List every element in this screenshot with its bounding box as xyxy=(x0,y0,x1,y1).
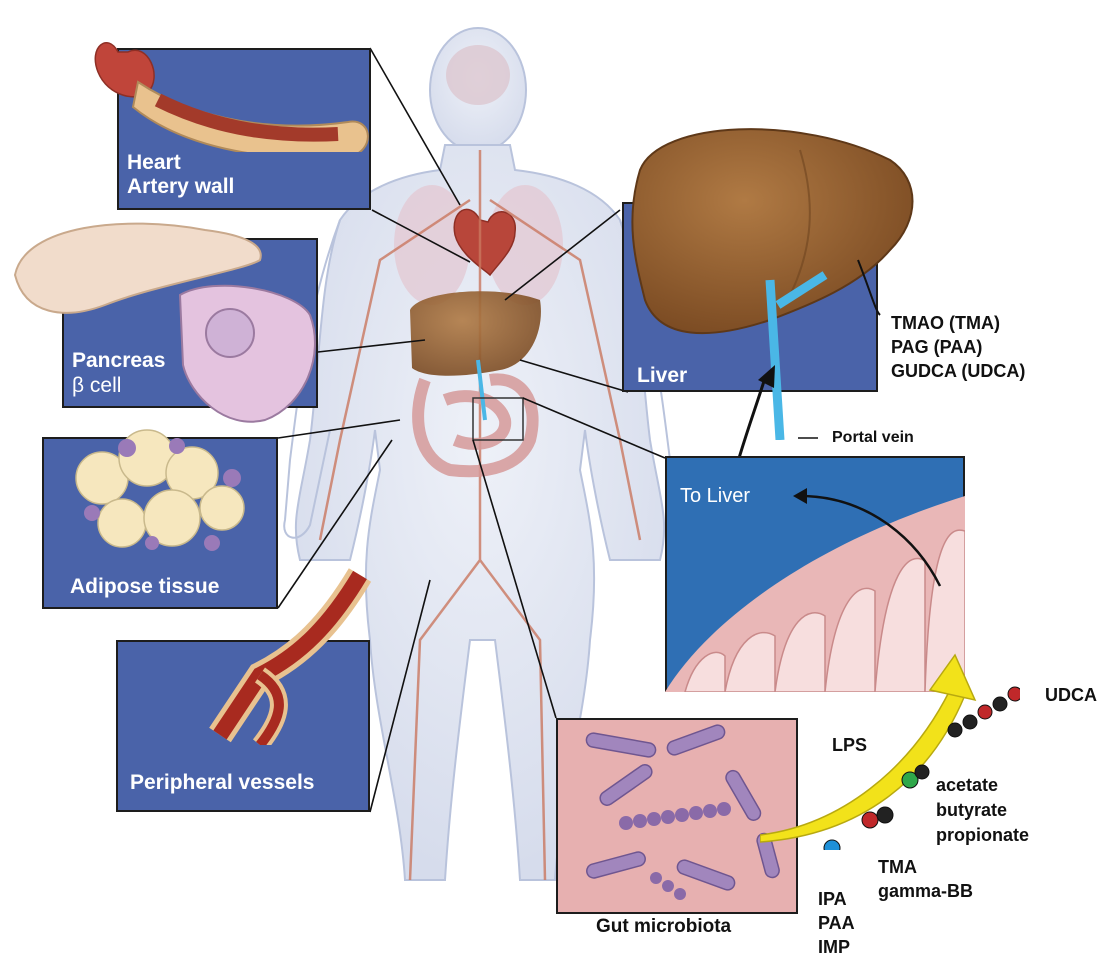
liver-metabolite-3: GUDCA (UDCA) xyxy=(891,360,1025,382)
ipa-label: IPA xyxy=(818,888,847,910)
gut-microbiota-label: Gut microbiota xyxy=(596,916,731,938)
brain-shape xyxy=(446,45,510,105)
gamma-bb-label: gamma-BB xyxy=(878,880,973,902)
paa-label: PAA xyxy=(818,912,855,934)
liver-metabolite-1: TMAO (TMA) xyxy=(891,312,1000,334)
liver-label: Liver xyxy=(637,363,687,388)
artery-wall-label: Artery wall xyxy=(127,174,234,199)
liver-metabolite-2: PAG (PAA) xyxy=(891,336,982,358)
vessels-label: Peripheral vessels xyxy=(130,770,314,795)
to-liver-label: To Liver xyxy=(680,484,750,509)
imp-label: IMP xyxy=(818,936,850,958)
heart-label: Heart xyxy=(127,150,181,175)
portal-vein-label: Portal vein xyxy=(832,427,914,449)
adipose-label: Adipose tissue xyxy=(70,574,219,599)
scfa-butyrate-label: butyrate xyxy=(936,799,1007,821)
beta-cell-label: β cell xyxy=(72,373,121,398)
pancreas-illustration xyxy=(5,205,335,425)
vessels-illustration xyxy=(200,565,400,745)
scfa-acetate-label: acetate xyxy=(936,774,998,796)
pancreas-label: Pancreas xyxy=(72,348,165,373)
heart-artery-illustration xyxy=(78,12,378,152)
tma-label: TMA xyxy=(878,856,917,878)
lps-label: LPS xyxy=(832,734,867,756)
adipose-illustration xyxy=(62,418,262,558)
udca-label: UDCA xyxy=(1045,684,1097,706)
scfa-propionate-label: propionate xyxy=(936,824,1029,846)
